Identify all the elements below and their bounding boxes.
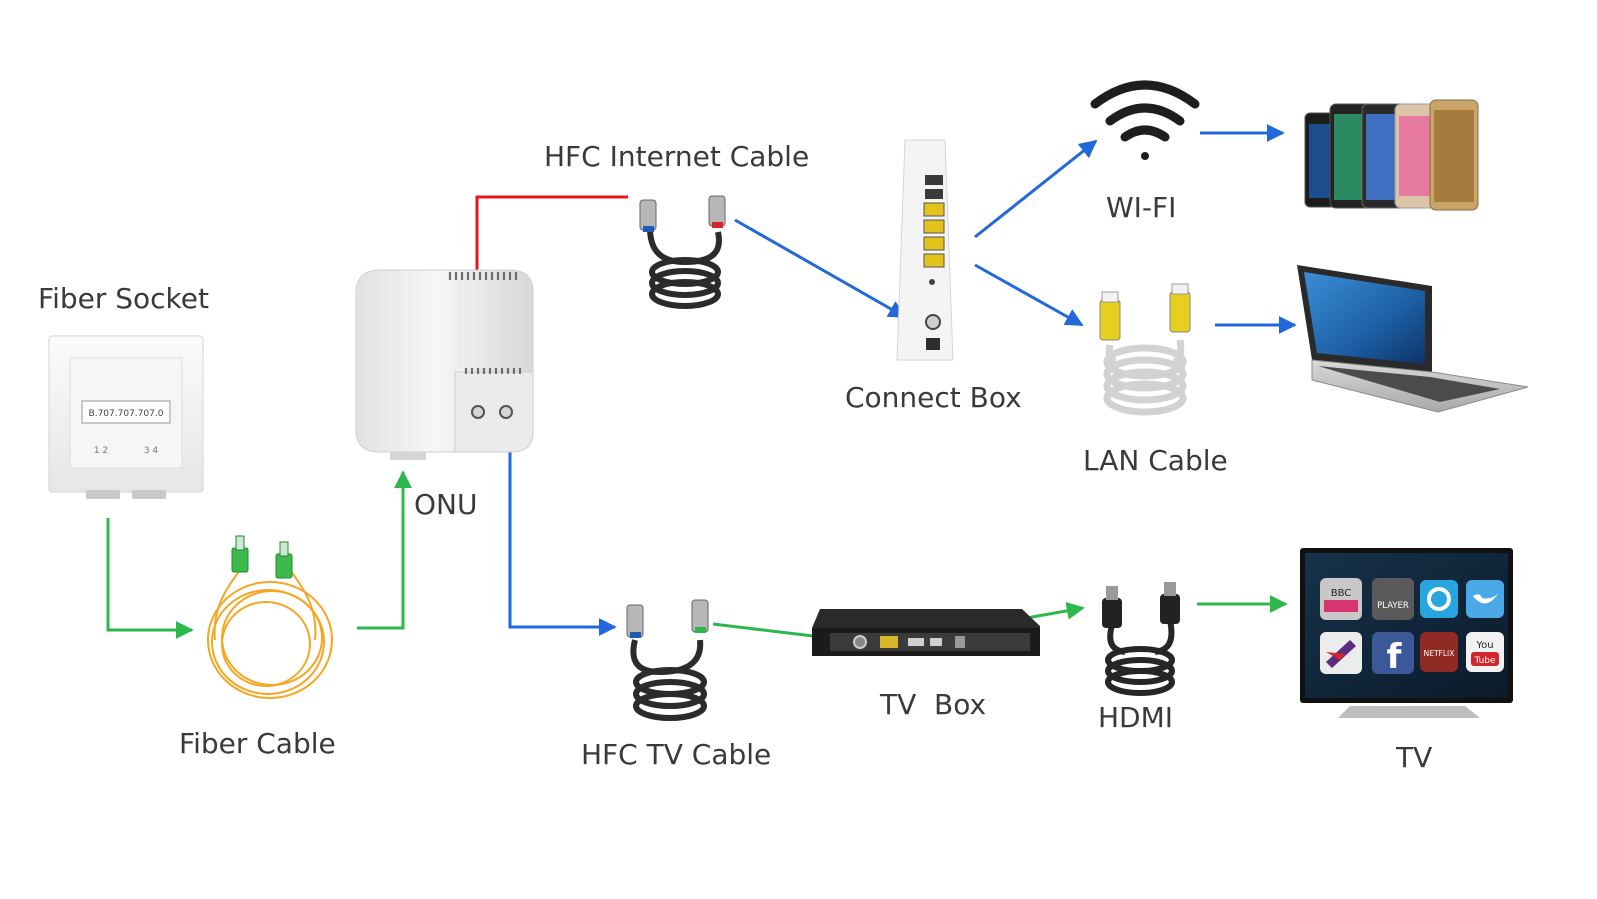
fiber-cable-device [207,535,333,699]
netflix-app-label: NETFLIX [1424,649,1455,658]
facebook-app-label: f [1387,637,1403,677]
connect-box-label: Connect Box [845,381,1022,414]
netflix-app-icon [1420,632,1458,672]
wifi-icon [1090,80,1200,160]
socket-ports-right-text: 3 4 [144,446,159,456]
tv-device: BBC PLAYER f NETFLIX You Tube [1300,548,1513,718]
onu-to-tv-cable-line [508,428,617,636]
player-app-label: PLAYER [1377,601,1409,611]
tv-box-label: TV Box [880,688,987,721]
laptop-device [1297,265,1529,413]
youtube-app-label-tube: Tube [1473,656,1496,666]
fiber-cable-label: Fiber Cable [179,727,336,760]
hdmi-cable-device [1102,582,1180,696]
onu-label: ONU [414,488,478,521]
lan-cable-device [1099,283,1191,416]
tv-app-grid: BBC PLAYER f NETFLIX You Tube [1320,578,1504,677]
onu-device [355,269,534,460]
socket-ports-left-text: 1 2 [94,446,108,456]
lan-cable-label: LAN Cable [1083,444,1228,477]
player-app-icon [1372,578,1414,620]
smartphones-device [1304,99,1479,211]
tv-box-device [812,609,1040,656]
hfc-tv-cable-label: HFC TV Cable [581,738,772,771]
wifi-label: WI-FI [1106,191,1177,224]
hfc-internet-cable-label: HFC Internet Cable [544,140,810,173]
youtube-app-label-you: You [1475,640,1493,651]
fiber-socket-device: B.707.707.707.0 1 2 3 4 [48,335,204,499]
bbc-app-label: BBC [1331,588,1352,599]
connect-box-to-lan-line [974,263,1084,327]
bbc-iplayer-app-icon [1320,578,1362,620]
socket-to-fiber-cable-line [106,518,194,639]
fiber-socket-label: Fiber Socket [38,282,209,315]
facebook-app-icon [1372,632,1414,674]
hdmi-label: HDMI [1098,701,1174,734]
connect-box-device [896,139,954,361]
fiber-cable-to-onu-line [357,470,412,630]
connect-box-to-wifi-line [974,139,1098,239]
hfc-tv-cable-device [626,599,709,721]
tv-label: TV [1396,741,1433,774]
internet-cable-to-connect-box-line [734,218,907,319]
socket-code-text: B.707.707.707.0 [89,409,164,419]
hfc-internet-cable-device [639,195,726,309]
